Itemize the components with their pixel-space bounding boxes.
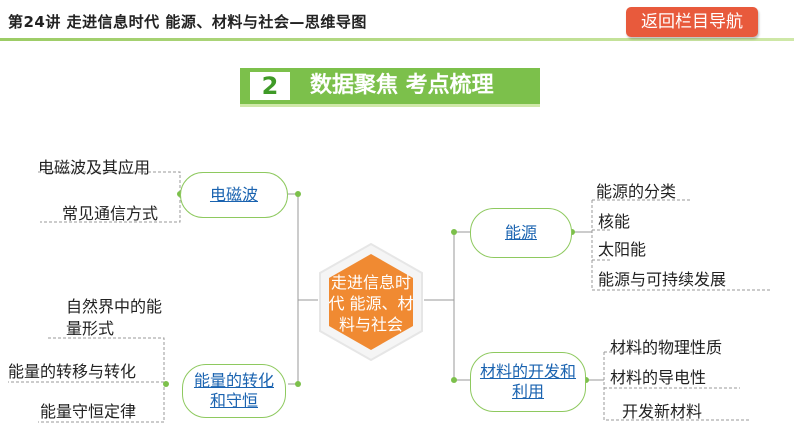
page-title: 第24讲 走进信息时代 能源、材料与社会—思维导图	[8, 13, 367, 31]
leaf-energy-forms: 自然界中的能量形式	[66, 297, 163, 338]
section-underline	[240, 104, 540, 107]
section-title: 数据聚焦 考点梳理	[310, 73, 494, 98]
back-to-nav-button[interactable]: 返回栏目导航	[626, 7, 758, 37]
center-topic: 走进信息时代 能源、材料与社会	[318, 242, 424, 362]
leaf-material-physical-properties: 材料的物理性质	[610, 338, 723, 357]
leaf-new-materials: 开发新材料	[622, 402, 703, 421]
branch-electromagnetic-wave[interactable]: 电磁波	[180, 172, 288, 218]
branch-energy-source[interactable]: 能源	[470, 208, 572, 258]
leaf-nuclear-energy: 核能	[598, 212, 631, 231]
leaf-material-conductivity: 材料的导电性	[610, 368, 707, 387]
section-banner: 2 数据聚焦 考点梳理	[240, 68, 540, 107]
leaf-em-applications: 电磁波及其应用	[38, 158, 151, 177]
leaf-energy-transfer: 能量的转移与转化	[8, 362, 137, 381]
leaf-energy-classification: 能源的分类	[596, 182, 677, 201]
branch-materials[interactable]: 材料的开发和利用	[470, 352, 586, 412]
branch-energy-conservation[interactable]: 能量的转化和守恒	[182, 364, 286, 418]
header-divider	[0, 38, 794, 41]
leaf-communication-methods: 常见通信方式	[62, 204, 159, 223]
center-hexagon	[319, 242, 423, 362]
center-topic-text: 走进信息时代 能源、材料与社会	[328, 273, 414, 334]
leaf-energy-conservation-law: 能量守恒定律	[40, 402, 137, 421]
leaf-solar-energy: 太阳能	[598, 240, 647, 259]
section-number: 2	[250, 72, 290, 100]
leaf-sustainable-development: 能源与可持续发展	[598, 270, 727, 289]
